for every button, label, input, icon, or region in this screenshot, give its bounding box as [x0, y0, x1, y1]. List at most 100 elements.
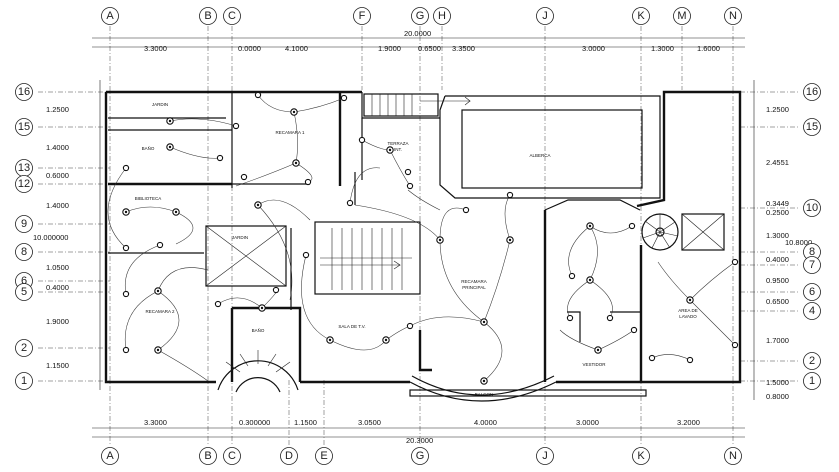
svg-text:0.9500: 0.9500 [766, 276, 789, 285]
svg-text:B: B [204, 450, 211, 462]
svg-text:1.4000: 1.4000 [46, 143, 69, 152]
shafts [205, 225, 287, 287]
svg-text:C: C [228, 450, 236, 462]
svg-text:2: 2 [21, 342, 27, 354]
svg-text:E: E [320, 450, 327, 462]
right-dimensions: 1.2500 2.4551 0.3449 0.2500 1.3000 10.80… [753, 80, 812, 401]
upper-stair [363, 93, 471, 117]
svg-text:1.5000: 1.5000 [766, 378, 789, 387]
svg-text:6: 6 [809, 286, 815, 298]
bottom-dimensions: 3.3000 0.300000 1.1500 3.0500 4.0000 3.0… [92, 418, 745, 445]
left-dimensions: 1.2500 1.4000 0.6000 1.4000 10.000000 1.… [33, 80, 101, 390]
room-label-jardin: JARDIN [152, 102, 168, 107]
svg-text:A: A [106, 10, 114, 22]
bottom-total-dim: 20.3000 [406, 436, 433, 445]
svg-text:4.0000: 4.0000 [474, 418, 497, 427]
svg-text:1.3000: 1.3000 [766, 231, 789, 240]
svg-text:K: K [637, 450, 645, 462]
svg-text:K: K [637, 10, 645, 22]
room-label-bano-1: BAÑO [142, 145, 155, 151]
svg-text:0.3449: 0.3449 [766, 199, 789, 208]
svg-text:1.6000: 1.6000 [697, 44, 720, 53]
svg-text:3.2000: 3.2000 [677, 418, 700, 427]
svg-text:0.6500: 0.6500 [418, 44, 441, 53]
svg-text:7: 7 [809, 259, 815, 271]
svg-text:1.2500: 1.2500 [46, 105, 69, 114]
room-label-recamara-principal-2: PRINCIPAL [462, 285, 486, 290]
left-total-dim: 10.000000 [33, 233, 68, 242]
room-label-recamara-2: RECAMARA 2 [145, 309, 175, 314]
svg-text:G: G [416, 450, 425, 462]
svg-text:1.1500: 1.1500 [294, 418, 317, 427]
main-stair [320, 228, 412, 290]
svg-text:D: D [285, 450, 293, 462]
svg-text:M: M [677, 10, 686, 22]
top-total-dim: 20.0000 [404, 29, 431, 38]
svg-text:1: 1 [21, 375, 27, 387]
svg-text:0.8000: 0.8000 [766, 392, 789, 401]
svg-text:3.0000: 3.0000 [582, 44, 605, 53]
light-fixtures [122, 91, 739, 385]
svg-text:N: N [729, 10, 737, 22]
svg-text:1.9000: 1.9000 [46, 317, 69, 326]
svg-text:0.2500: 0.2500 [766, 208, 789, 217]
room-label-biblioteca: BIBLIOTECA [135, 196, 162, 201]
horizontal-grid-lines [38, 91, 800, 382]
room-label-recamara-principal: RECAMARA [461, 279, 487, 284]
svg-text:15: 15 [806, 121, 818, 133]
svg-text:1.2500: 1.2500 [766, 105, 789, 114]
svg-text:1.0500: 1.0500 [46, 263, 69, 272]
svg-text:0.4000: 0.4000 [46, 283, 69, 292]
svg-text:G: G [416, 10, 425, 22]
svg-text:1.1500: 1.1500 [46, 361, 69, 370]
room-label-sala: SALA DE T.V. [338, 324, 365, 329]
grid-bubbles-bottom: A B C D E G J K N [101, 447, 742, 465]
svg-text:4.1000: 4.1000 [285, 44, 308, 53]
room-label-terraza: TERRAZA [387, 141, 408, 146]
room-label-recamara-1: RECAMARA 1 [275, 130, 305, 135]
svg-text:0.300000: 0.300000 [239, 418, 270, 427]
svg-text:8: 8 [21, 246, 27, 258]
svg-text:3.3000: 3.3000 [144, 44, 167, 53]
grid-bubbles-top: A B C F G H J K M N [101, 7, 742, 25]
svg-text:15: 15 [18, 121, 30, 133]
room-label-alberca: ALBERCA [529, 153, 550, 158]
room-labels: JARDIN RECAMARA 1 BAÑO TERRAZA INT. ALBE… [135, 102, 698, 397]
svg-text:F: F [359, 10, 366, 22]
svg-text:J: J [542, 10, 548, 22]
wiring [107, 94, 736, 382]
svg-text:12: 12 [18, 178, 30, 190]
svg-text:1.9000: 1.9000 [378, 44, 401, 53]
svg-text:4: 4 [809, 305, 815, 317]
svg-text:C: C [228, 10, 236, 22]
svg-text:13: 13 [18, 162, 30, 174]
svg-text:5: 5 [21, 286, 27, 298]
svg-text:3.3500: 3.3500 [452, 44, 475, 53]
svg-text:A: A [106, 450, 114, 462]
svg-text:3.3000: 3.3000 [144, 418, 167, 427]
svg-text:1.4000: 1.4000 [46, 201, 69, 210]
walls [104, 90, 742, 384]
svg-text:2.4551: 2.4551 [766, 158, 789, 167]
right-total-dim: 10.8000 [785, 238, 812, 247]
svg-text:1: 1 [809, 375, 815, 387]
svg-text:16: 16 [806, 86, 818, 98]
room-label-area-lavado-2: LAVADO [679, 314, 697, 319]
room-label-terraza-2: INT. [394, 147, 402, 152]
svg-text:0.0000: 0.0000 [238, 44, 261, 53]
grid-bubbles-right: 16 15 10 8 7 6 4 2 1 [803, 83, 821, 390]
top-dimensions: 20.0000 3.3000 0.0000 4.1000 1.9000 0.65… [92, 29, 745, 53]
spiral-stair-right [641, 213, 679, 251]
grid-bubbles-left: 16 15 13 12 9 8 6 5 2 1 [15, 83, 33, 390]
svg-text:16: 16 [18, 86, 30, 98]
room-label-vestidor: VESTIDOR [582, 362, 606, 367]
svg-text:0.6500: 0.6500 [766, 297, 789, 306]
svg-text:6: 6 [21, 275, 27, 287]
svg-text:1.7000: 1.7000 [766, 336, 789, 345]
svg-text:J: J [542, 450, 548, 462]
room-label-area-lavado: AREA DE [678, 308, 698, 313]
svg-text:0.4000: 0.4000 [766, 255, 789, 264]
svg-text:3.0500: 3.0500 [358, 418, 381, 427]
svg-text:8: 8 [809, 246, 815, 258]
